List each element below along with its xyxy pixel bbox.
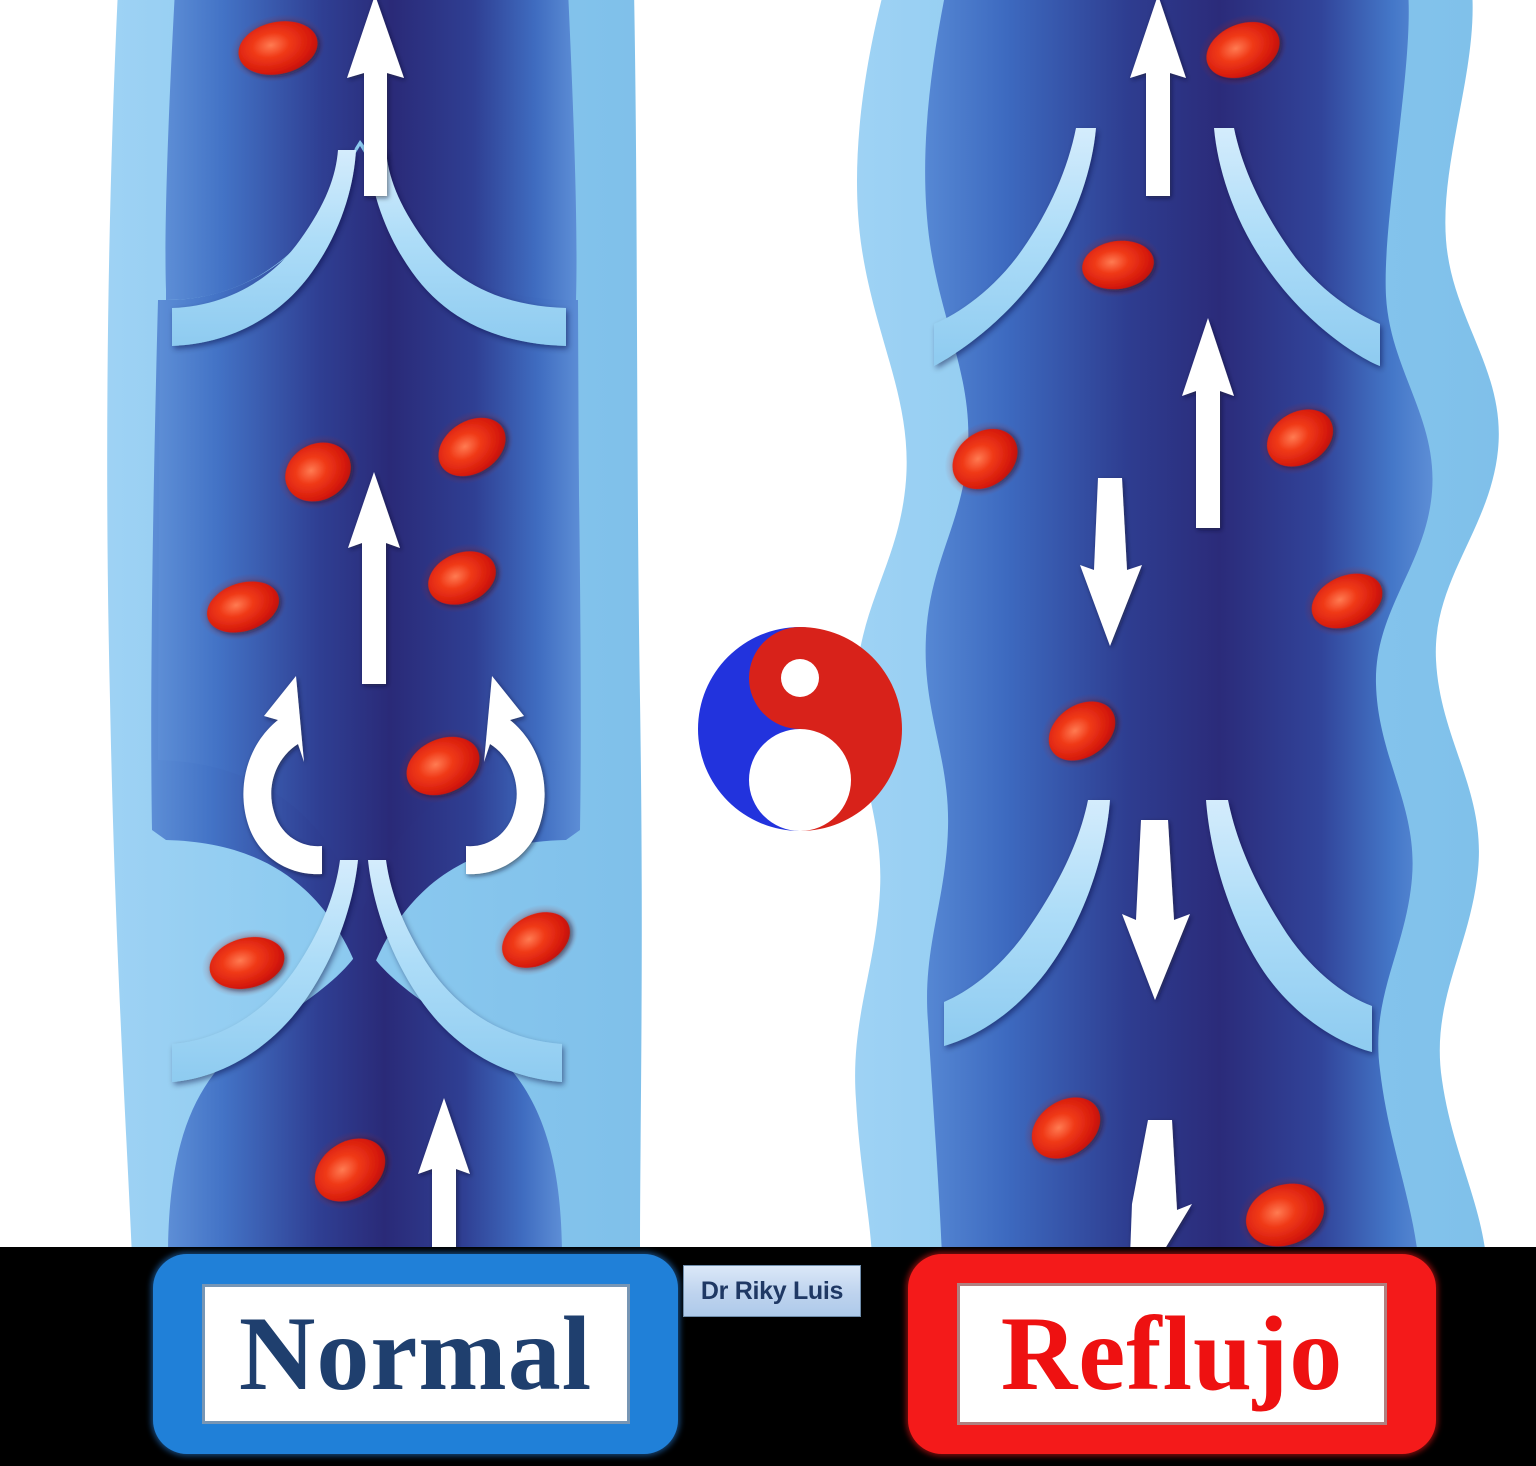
red-blood-cell	[428, 551, 496, 605]
recirculation-arrow-left	[243, 676, 322, 875]
flow-arrow-up-top	[347, 0, 404, 196]
author-watermark-text: Dr Riky Luis	[700, 1276, 844, 1305]
varicose-valve-lower	[944, 800, 1372, 1052]
illustration-area	[107, 0, 1499, 1247]
yin-yang-dot-top	[781, 659, 819, 697]
normal-valve-lower	[172, 860, 562, 1082]
reflux-arrow-down-upper	[1080, 478, 1142, 646]
flow-arrow-up-top	[1130, 0, 1186, 196]
normal-valve-lower-cusp-left	[172, 860, 358, 1082]
normal-label-pill[interactable]: Normal	[153, 1254, 678, 1454]
red-blood-cell	[1082, 240, 1154, 290]
normal-valve-upper-cusp-left	[172, 150, 356, 346]
flow-arrow-up-bottom	[418, 1098, 470, 1247]
author-watermark-box: Dr Riky Luis	[683, 1265, 861, 1317]
varicose-vein-arrows	[1080, 0, 1234, 1247]
varicose-valve-lower-cusp-left	[944, 800, 1110, 1046]
red-blood-cell	[1311, 573, 1383, 629]
normal-valve-lower-cusp-right	[368, 860, 562, 1082]
red-blood-cell	[952, 428, 1018, 490]
varicose-valve-upper	[934, 128, 1380, 366]
red-blood-cell	[1246, 1183, 1324, 1247]
vein-illustration-svg	[107, 0, 1499, 1247]
flow-arrow-up-middle	[1182, 318, 1234, 528]
red-blood-cell	[1267, 409, 1333, 467]
red-blood-cell	[285, 442, 351, 502]
reflujo-label-text: Reflujo	[1000, 1295, 1344, 1412]
red-blood-cell	[209, 937, 285, 989]
red-blood-cell	[1206, 22, 1280, 78]
reflujo-label-inner: Reflujo	[957, 1283, 1387, 1425]
red-blood-cell	[502, 912, 570, 968]
normal-valve-upper-cusp-right	[368, 150, 566, 346]
varicose-valve-upper-cusp-right	[1214, 128, 1380, 366]
reflujo-label-pill[interactable]: Reflujo	[908, 1254, 1436, 1454]
normal-vein-group	[107, 0, 642, 1247]
normal-vein-rbc-group	[199, 14, 578, 1210]
red-blood-cell	[207, 581, 279, 633]
normal-vein-arrows	[243, 0, 545, 1247]
varicose-vein-rbc-group	[944, 14, 1391, 1247]
varicose-valve-upper-cusp-left	[934, 128, 1096, 366]
flow-arrow-up-middle	[348, 472, 400, 684]
reflux-arrow-down-bottom	[1130, 1120, 1192, 1247]
red-blood-cell	[1048, 701, 1116, 761]
yin-yang-dot-bottom	[781, 761, 819, 799]
red-blood-cell	[314, 1138, 386, 1202]
red-blood-cell	[1031, 1097, 1101, 1159]
yin-yang-logo	[698, 627, 902, 831]
varicose-vein-group	[855, 0, 1499, 1247]
red-blood-cell	[238, 21, 318, 75]
normal-label-inner: Normal	[201, 1284, 630, 1424]
reflux-arrow-down-middle	[1122, 820, 1190, 1000]
red-blood-cell	[438, 417, 506, 477]
normal-valve-upper	[172, 150, 566, 346]
varicose-valve-lower-cusp-right	[1206, 800, 1372, 1052]
normal-label-text: Normal	[238, 1295, 593, 1412]
red-blood-cell	[406, 736, 480, 796]
recirculation-arrow-right	[466, 676, 545, 875]
